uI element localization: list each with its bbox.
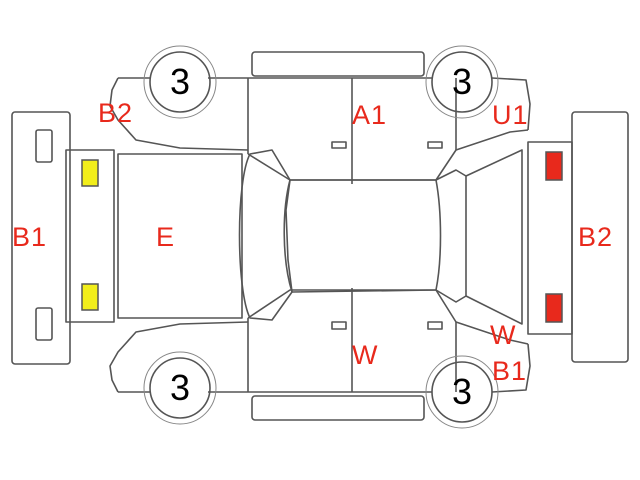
- wheel-number-rear-left: 3: [169, 367, 191, 408]
- label-w-bottom: W: [352, 340, 379, 370]
- rear-lamp-strip: [527, 141, 573, 335]
- wheel-number-front-left: 3: [169, 61, 191, 102]
- cabin: [238, 149, 523, 325]
- front-lamp-strip: [65, 149, 115, 323]
- label-b2-right: B2: [578, 222, 614, 252]
- wheel-number-front-right: 3: [451, 61, 473, 102]
- wheel-number-rear-right: 3: [451, 371, 473, 412]
- label-w-right: W: [490, 320, 517, 350]
- label-e: E: [156, 222, 176, 252]
- front-bumper: [11, 111, 71, 365]
- rear-lamp-bottom: [545, 293, 563, 323]
- wheel-rear-left: [149, 357, 211, 419]
- label-b2-top-left: B2: [98, 98, 134, 128]
- wheel-front-right: [431, 51, 493, 113]
- label-u1: U1: [492, 100, 529, 130]
- rear-lamp-top: [545, 151, 563, 181]
- front-lamp-bottom: [81, 283, 99, 311]
- hood: [117, 153, 243, 319]
- front-lamp-top: [81, 159, 99, 187]
- label-b1-right: B1: [492, 356, 528, 386]
- wheel-rear-right: [431, 361, 493, 423]
- wheel-front-left: [149, 51, 211, 113]
- label-b1-left: B1: [12, 222, 48, 252]
- label-a1: A1: [352, 100, 388, 130]
